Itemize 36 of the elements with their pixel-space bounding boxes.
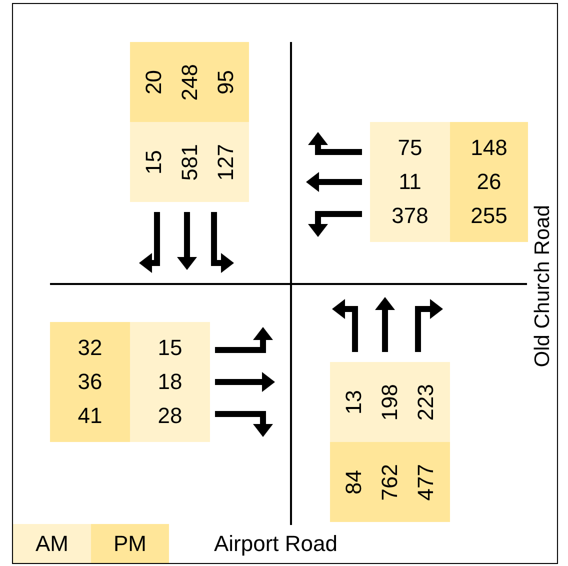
count-block <box>130 322 210 442</box>
traffic-count: 20 <box>142 70 164 94</box>
road-name: Old Church Road <box>532 205 554 368</box>
traffic-count: 148 <box>470 137 508 159</box>
traffic-count: 15 <box>142 150 164 174</box>
count-block <box>330 362 450 442</box>
traffic-count: 13 <box>343 390 365 414</box>
count-block <box>450 122 528 242</box>
legend-label: AM <box>36 532 68 554</box>
traffic-count: 477 <box>415 464 437 500</box>
traffic-count: 95 <box>214 70 236 94</box>
traffic-count: 28 <box>158 405 182 427</box>
count-block <box>330 442 450 522</box>
count-block <box>130 122 249 202</box>
traffic-count: 223 <box>415 384 437 420</box>
traffic-count: 581 <box>178 144 200 180</box>
count-block <box>50 322 130 442</box>
traffic-count: 255 <box>470 205 508 227</box>
traffic-count: 15 <box>158 337 182 359</box>
traffic-count: 26 <box>476 171 502 193</box>
traffic-count: 378 <box>392 205 428 227</box>
traffic-count: 198 <box>379 384 401 420</box>
count-block <box>130 42 249 122</box>
traffic-count: 248 <box>178 64 200 100</box>
traffic-count: 18 <box>158 371 182 393</box>
traffic-count: 127 <box>214 144 236 180</box>
traffic-count: 762 <box>379 464 401 500</box>
traffic-count: 11 <box>398 171 422 193</box>
traffic-count: 32 <box>78 337 102 359</box>
road-name: Airport Road <box>214 533 338 555</box>
traffic-count: 41 <box>78 405 102 427</box>
traffic-count: 75 <box>398 137 422 159</box>
traffic-count: 84 <box>343 470 365 494</box>
count-block <box>370 122 450 242</box>
traffic-count: 36 <box>78 371 102 393</box>
legend-label: PM <box>114 532 146 554</box>
